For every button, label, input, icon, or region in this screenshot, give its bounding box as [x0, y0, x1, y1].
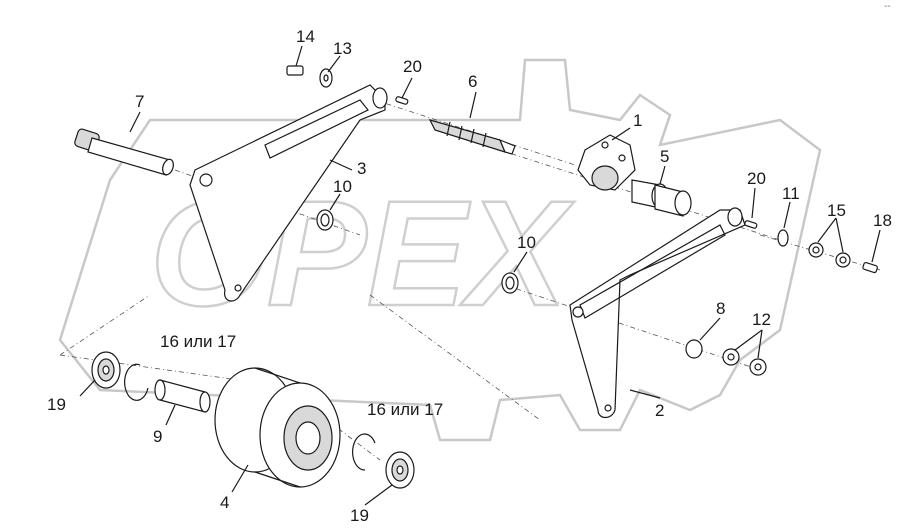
callout-6: 6 [468, 72, 478, 91]
part-18-nipple [862, 261, 878, 274]
part-19-bearing-a [91, 351, 121, 389]
part-14-bolt [286, 65, 304, 76]
callout-18: 18 [873, 211, 892, 230]
part-5-bushing [631, 179, 692, 217]
callout-7: 7 [135, 92, 145, 111]
part-16-ring-b [352, 433, 376, 471]
part-16-ring-a [124, 363, 149, 401]
part-4-pulley [214, 367, 341, 488]
part-10-spacer-a [316, 209, 334, 231]
part-12-washer [777, 229, 789, 247]
callout-11: 13 [333, 39, 352, 58]
callout-15: 15 [827, 201, 846, 220]
part-2-arm [569, 207, 746, 419]
callout-19-bottom: 19 [350, 506, 369, 525]
callout-20-top: 20 [403, 57, 422, 76]
callout-14: 14 [296, 27, 315, 46]
part-3-arm [189, 84, 388, 302]
callout-16-or-17-left: 16 или 17 [160, 332, 237, 351]
callout-10-right: 10 [517, 233, 536, 252]
callout-3: 3 [357, 159, 367, 178]
part-10-spacer-b [501, 272, 519, 294]
part-7-shaft [74, 128, 174, 176]
part-6-axle [428, 119, 516, 155]
part-15-nut-a [808, 242, 824, 258]
part-15-nut-b [835, 252, 851, 268]
part-13-nut-b [749, 358, 767, 376]
callout-12: 11 [782, 184, 800, 203]
part-1-bracket [577, 134, 636, 191]
part-11-washer [319, 68, 333, 88]
part-20-pin-b [744, 220, 758, 229]
part-9-sleeve [154, 379, 211, 413]
part-13-nut-a [722, 348, 740, 366]
callout-1: 1 [633, 111, 643, 130]
callout-16-or-17-right: 16 или 17 [367, 400, 444, 419]
callout-10-left: 10 [333, 177, 352, 196]
watermark-gear: OPEX [58, 58, 822, 442]
callout-5: 5 [660, 147, 670, 166]
leader-lines [79, 45, 881, 506]
callout-8: 8 [716, 299, 726, 318]
callout-20-right: 20 [747, 169, 766, 188]
callout-9: 9 [153, 427, 163, 446]
callout-2: 2 [655, 401, 665, 420]
callout-4: 4 [220, 493, 230, 512]
callout-13: 12 [752, 310, 771, 329]
part-8-washer [685, 339, 703, 359]
corner-mark: -- [884, 1, 891, 12]
part-19-bearing-b [385, 451, 415, 489]
callout-19-left: 19 [47, 395, 66, 414]
